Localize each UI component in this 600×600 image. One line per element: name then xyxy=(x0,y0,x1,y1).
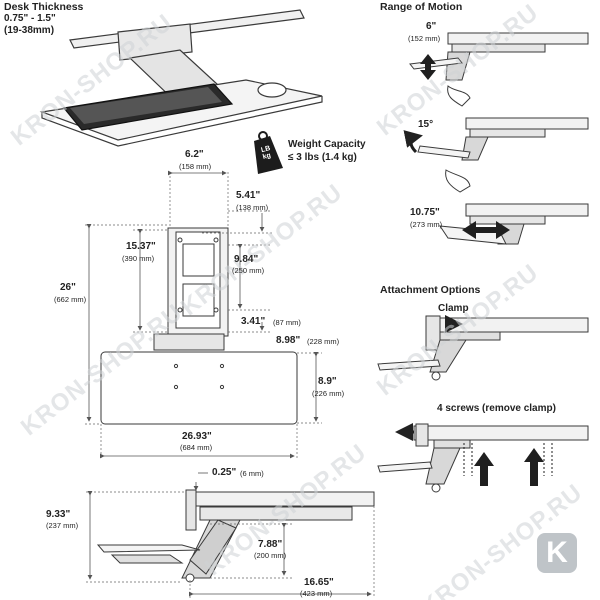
dim-d6-mm: (87 mm) xyxy=(273,318,301,327)
dim-d4-in: 9.84" xyxy=(234,254,259,265)
dim-d12-mm: (200 mm) xyxy=(254,551,287,560)
dim-d13-mm: (423 mm) xyxy=(300,589,333,598)
motion-drawing-1 xyxy=(409,32,589,107)
weight-value: ≤ 3 lbs (1.4 kg) xyxy=(288,152,357,163)
dim-d9-mm: (684 mm) xyxy=(180,443,213,452)
dim-d11-in: 9.33" xyxy=(46,509,71,520)
range-of-motion-title: Range of Motion xyxy=(380,1,463,13)
dim-d10-mm: (6 mm) xyxy=(240,469,264,478)
tilt-arrow xyxy=(403,130,423,154)
screws-label: 4 screws (remove clamp) xyxy=(437,403,556,414)
dim-d7-mm: (228 mm) xyxy=(307,337,340,346)
front-dimension-arrows xyxy=(86,170,319,459)
dim-d8-mm: (226 mm) xyxy=(312,389,345,398)
dim-d8-in: 8.9" xyxy=(318,376,337,387)
dim-d6-in: 3.41" xyxy=(241,316,266,327)
motion-m3-in: 10.75" xyxy=(410,207,440,218)
side-dimension-arrows xyxy=(87,472,372,597)
dim-d3-in: 15.37" xyxy=(126,241,156,252)
dim-d2-in: 5.41" xyxy=(236,190,261,201)
dim-d13-in: 16.65" xyxy=(304,577,334,588)
motion-m1-in: 6" xyxy=(426,21,437,32)
side-dimension-lines xyxy=(86,491,375,598)
motion-arrow-vertical xyxy=(420,54,436,80)
clamp-label: Clamp xyxy=(438,303,469,314)
motion-m1-mm: (152 mm) xyxy=(408,34,441,43)
dim-d7-in: 8.98" xyxy=(276,335,301,346)
weight-icon xyxy=(254,131,283,174)
dim-d12-in: 7.88" xyxy=(258,539,283,550)
clamp-drawing xyxy=(377,315,589,381)
desk-thickness-inches: 0.75" - 1.5" xyxy=(4,13,56,24)
side-elevation-drawing xyxy=(96,489,375,583)
dim-d9-in: 26.93" xyxy=(182,431,212,442)
dim-d2-mm: (138 mm) xyxy=(236,203,269,212)
dim-d5-in: 26" xyxy=(60,282,76,293)
weight-title: Weight Capacity xyxy=(288,139,366,150)
motion-drawing-2 xyxy=(417,117,589,193)
front-elevation-drawing xyxy=(100,227,298,425)
attachment-options-title: Attachment Options xyxy=(380,284,481,296)
up-arrows xyxy=(474,448,544,486)
motion-m3-mm: (273 mm) xyxy=(410,220,443,229)
front-dimension-lines xyxy=(85,172,322,460)
motion-drawing-3 xyxy=(438,203,589,245)
dim-d5-mm: (662 mm) xyxy=(54,295,87,304)
screws-drawing xyxy=(377,423,589,493)
dim-d11-mm: (237 mm) xyxy=(46,521,79,530)
dim-d10-in: 0.25" xyxy=(212,467,237,478)
dim-d3-mm: (390 mm) xyxy=(122,254,155,263)
motion-m2-in: 15° xyxy=(418,119,434,130)
dim-d4-mm: (250 mm) xyxy=(232,266,265,275)
screw-icons xyxy=(463,443,553,476)
motion-arrow-horizontal xyxy=(462,221,510,239)
k-logo: K xyxy=(537,533,577,573)
tray-perspective-drawing xyxy=(39,9,323,147)
dim-d1-mm: (158 mm) xyxy=(179,162,212,171)
dim-d1-in: 6.2" xyxy=(185,149,204,160)
desk-thickness-title: Desk Thickness xyxy=(4,1,84,13)
desk-thickness-mm: (19-38mm) xyxy=(4,25,55,36)
